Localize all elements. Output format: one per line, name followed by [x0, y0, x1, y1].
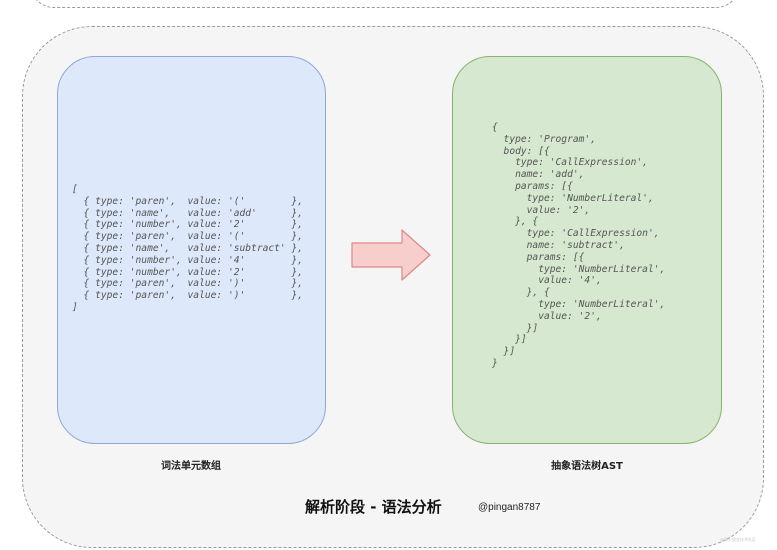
token-array-label: 词法单元数组	[161, 461, 221, 472]
previous-stage-frame	[30, 0, 740, 8]
right-arrow-icon	[351, 229, 431, 281]
watermark: @稀土掘金技术社区	[720, 537, 756, 542]
ast-code: { type: 'Program', body: [{ type: 'CallE…	[492, 122, 666, 369]
stage-title: 解析阶段 - 语法分析	[305, 498, 442, 516]
ast-panel	[452, 56, 722, 444]
token-array-panel	[57, 56, 326, 444]
token-array-code: [ { type: 'paren', value: '(' }, { type:…	[72, 184, 304, 313]
ast-label: 抽象语法树AST	[551, 461, 623, 472]
author-handle: @pingan8787	[478, 502, 541, 513]
